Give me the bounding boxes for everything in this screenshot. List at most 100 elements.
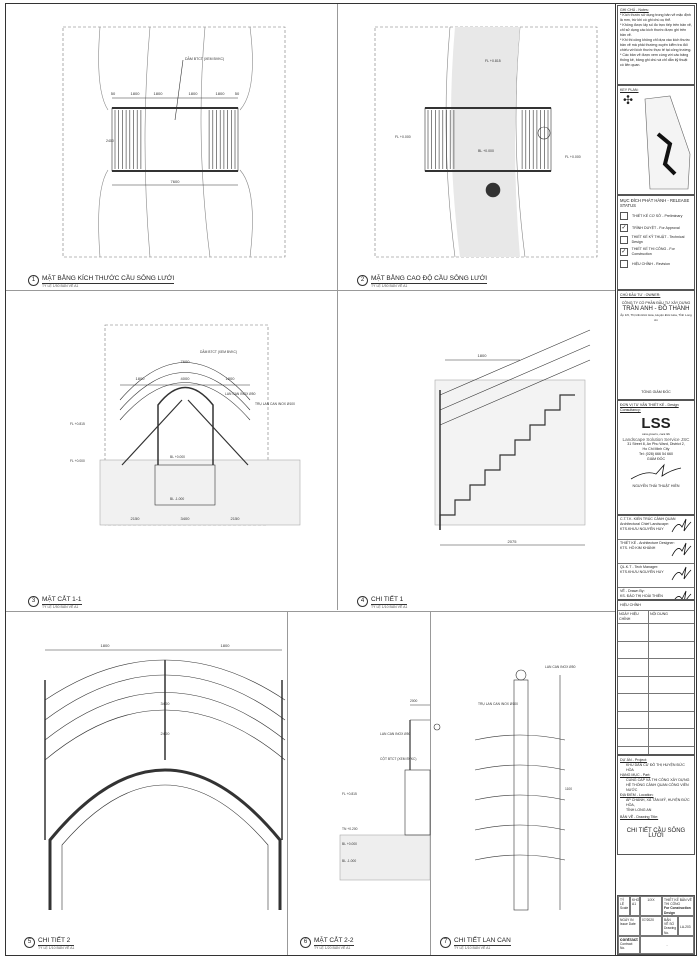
signer-role: C.T.T.K. KIẾN TRÚC CẢNH QUAN xyxy=(620,517,676,521)
panel-number: 3 xyxy=(28,596,39,607)
section-2-2-drawing: 2000 LAN CAN INOX Ø50 CỘT BTCT (XEM BVKC… xyxy=(339,699,441,881)
contract-no: - xyxy=(640,936,694,954)
consultant-section: ĐƠN VỊ TƯ VẤN THIẾT KẾ - Design Consulta… xyxy=(617,400,695,515)
revision-column-line xyxy=(648,618,649,754)
stair-profile xyxy=(121,399,249,466)
owner-section: CHỦ ĐẦU TƯ : OWNER: CÔNG TY CỔ PHẦN ĐẦU … xyxy=(617,290,695,400)
signer-role: VẼ - Drawn By: xyxy=(620,589,645,593)
release-option[interactable]: ✓ TRÌNH DUYỆT - For Approval xyxy=(620,222,692,234)
revision-row xyxy=(618,694,694,712)
checkbox[interactable] xyxy=(620,260,628,268)
release-label: THIẾT KẾ KỸ THUẬT - Technical Design xyxy=(631,235,685,244)
panel-name: CHI TIẾT 1 xyxy=(371,596,408,605)
panel-divider xyxy=(430,611,431,955)
dimension-text: 1800 xyxy=(221,643,231,648)
consultant-name: Landscape Solution Service JSC xyxy=(622,437,690,442)
signer-row: QL.K.T - Tech Manager:KTS.KHƯU NGUYÊN HU… xyxy=(618,564,694,588)
notes-title: GHI CHÚ - Notes: xyxy=(620,8,649,12)
consultant-city: Ho Chi Minh City xyxy=(642,447,670,451)
release-status-section: MỤC ĐÍCH PHÁT HÀNH - RELEASE STATUS THIẾ… xyxy=(617,195,695,290)
release-option[interactable]: ✓THIẾT KẾ THI CÔNG - For Construction xyxy=(620,246,692,258)
logo-tagline: cara greens, cara life xyxy=(641,432,670,436)
revision-col-date: NGÀY HIỆU CHỈNH xyxy=(618,611,649,623)
project-label: DỰ ÁN - Project: xyxy=(620,758,648,762)
signature-image xyxy=(671,566,692,581)
signer-row: THIẾT KẾ - Architecture Designer:KTS. HỒ… xyxy=(618,540,694,564)
panel-scale: TỶ LỆ 1/50 BẢN VẼ A1 xyxy=(42,605,79,609)
panel-scale: TỶ LỆ 1/50 BẢN VẼ A1 xyxy=(371,284,408,288)
revision-row xyxy=(618,624,694,642)
signer-role: QL.K.T - Tech Manager: xyxy=(620,565,659,569)
release-option[interactable]: HIỆU CHỈNH - Revision xyxy=(620,258,692,270)
level-text: FL +0.815 xyxy=(485,59,501,63)
dimension-text: 1800 xyxy=(131,91,141,96)
consultant-role: GIÁM ĐỐC xyxy=(646,457,666,461)
level-text: BL +0.000 xyxy=(342,842,357,846)
release-option[interactable]: THIẾT KẾ KỸ THUẬT - Technical Design xyxy=(620,234,692,246)
panel-divider xyxy=(287,611,288,955)
scale-value: 1/XX xyxy=(640,896,662,916)
panel-name: MẶT BẰNG KÍCH THƯỚC CẦU SÔNG LƯỚI xyxy=(42,275,175,284)
panel-divider xyxy=(337,4,338,610)
panel-name: MẶT CẮT 1-1 xyxy=(42,596,82,605)
keyplan-map xyxy=(644,95,691,190)
checkbox[interactable] xyxy=(620,212,628,220)
railing-bars xyxy=(474,734,566,861)
section-marker xyxy=(485,182,501,198)
signer-name: KTS. HỒ KIM KHÁNH xyxy=(620,546,656,550)
consultant-phone: Tel: (028) 666 54 660 xyxy=(639,452,673,456)
note-item: * Kích thước sử dụng trong bản vẽ mặc đị… xyxy=(620,13,691,22)
release-option[interactable]: THIẾT KẾ CƠ SỞ - Preliminary xyxy=(620,210,692,222)
checkbox-checked[interactable]: ✓ xyxy=(620,248,628,256)
revision-col-content: NỘI DUNG xyxy=(650,612,668,616)
signature-image xyxy=(630,463,682,480)
signer-role-en: Architectural Chief Landscape: xyxy=(620,522,669,526)
part-name-2: HỆ THỐNG CẢNH QUAN CÔNG VIÊN NƯỚC xyxy=(626,783,689,792)
railing-arcs xyxy=(119,362,251,421)
part-label: HẠNG MỤC - Part: xyxy=(620,773,651,777)
project-name: KHU DÂN CƯ ĐÔ THỊ HUYỆN ĐỨC HÒA xyxy=(626,763,685,772)
railing-detail-drawing: LAN CAN INOX Ø50 TRỤ LAN CAN INOX Ø100 1… xyxy=(474,665,576,911)
dimension-text: 1800 xyxy=(189,91,199,96)
post-cap xyxy=(515,669,527,681)
size-label: KHỔ A1 xyxy=(630,896,640,916)
panel-number: 7 xyxy=(440,937,451,948)
callout-text: LAN CAN INOX Ø50 xyxy=(380,732,411,736)
note-item: * Khi thi công không chỉ dựa vào kích th… xyxy=(620,38,692,52)
release-label: TRÌNH DUYỆT - For Approval xyxy=(632,225,680,230)
revision-row xyxy=(618,729,694,747)
bridge-outline xyxy=(111,107,239,172)
dimension-text: 2075 xyxy=(508,539,518,544)
note-item: * Không được lấy số đo trực tiếp trên bả… xyxy=(620,23,692,37)
signer-row: VẼ - Drawn By:KS. ĐÀO THỊ HOÀI THIÊN xyxy=(618,588,694,599)
drawing-sheet-border xyxy=(5,3,697,956)
panel-name: MẶT BẰNG CAO ĐỘ CẦU SÔNG LƯỚI xyxy=(371,275,488,284)
dimension-text: 4000 xyxy=(181,376,191,381)
project-section: DỰ ÁN - Project: KHU DÂN CƯ ĐÔ THỊ HUYỆN… xyxy=(617,755,695,855)
checkbox-checked[interactable]: ✓ xyxy=(620,224,628,232)
location: ẤP CHÁNH, XÃ TÂN MỸ, HUYỆN ĐỨC HÒA, xyxy=(626,798,690,807)
leader-line xyxy=(174,59,184,121)
panel-divider xyxy=(6,611,615,612)
callout-text: TRỤ LAN CAN INOX Ø100 xyxy=(478,702,518,706)
signature-image xyxy=(671,542,692,557)
panel-name: CHI TIẾT 2 xyxy=(38,937,75,946)
dimension-text: 50 xyxy=(235,91,240,96)
sheet-info-table: TỶ LỆ Scale KHỔ A1 1/XX THIẾT KẾ BẢN VẼ … xyxy=(617,895,695,955)
level-text: FL +0.815 xyxy=(70,422,85,426)
date-label: NGÀY IN Issue Date xyxy=(618,916,640,936)
level-text: BL +0.000 xyxy=(170,455,185,459)
dimension-text: 1800 xyxy=(216,91,226,96)
callout-text: DẦM BTCT (XEM BVKC) xyxy=(200,350,237,354)
ground-hatch xyxy=(99,459,301,526)
level-text: FL +0.000 xyxy=(565,155,581,159)
checkbox[interactable] xyxy=(620,236,628,244)
keyplan-title: KEY PLAN: xyxy=(620,88,639,92)
